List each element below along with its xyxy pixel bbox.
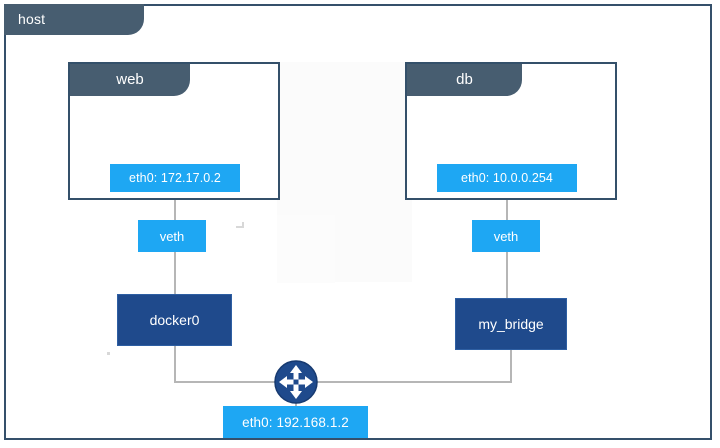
connector-mybridge-down <box>510 348 512 382</box>
bridge-docker0[interactable]: docker0 <box>117 294 232 346</box>
artifact-mark <box>107 352 110 355</box>
veth-web[interactable]: veth <box>138 220 206 252</box>
connector-docker0-down <box>174 344 176 382</box>
connector-veth-to-docker0 <box>174 250 176 296</box>
container-web-title: web <box>70 64 190 96</box>
interface-db-eth0[interactable]: eth0: 10.0.0.254 <box>437 164 577 192</box>
router-icon[interactable] <box>274 360 318 404</box>
connector-web-to-veth <box>174 200 176 222</box>
artifact-mark <box>236 226 244 228</box>
connector-mybridge-to-router <box>306 381 512 383</box>
connector-veth-to-mybridge <box>506 250 508 300</box>
interface-host-eth0[interactable]: eth0: 192.168.1.2 <box>223 406 368 438</box>
interface-web-eth0[interactable]: eth0: 172.17.0.2 <box>110 164 240 192</box>
connector-docker0-to-router <box>174 381 286 383</box>
veth-db[interactable]: veth <box>472 220 540 252</box>
bridge-my-bridge[interactable]: my_bridge <box>455 298 567 350</box>
connector-db-to-veth <box>506 200 508 222</box>
artifact-mark <box>242 222 244 228</box>
host-tab-label: host <box>4 4 144 35</box>
container-db-title: db <box>407 64 522 96</box>
background-panel-secondary <box>277 215 335 283</box>
